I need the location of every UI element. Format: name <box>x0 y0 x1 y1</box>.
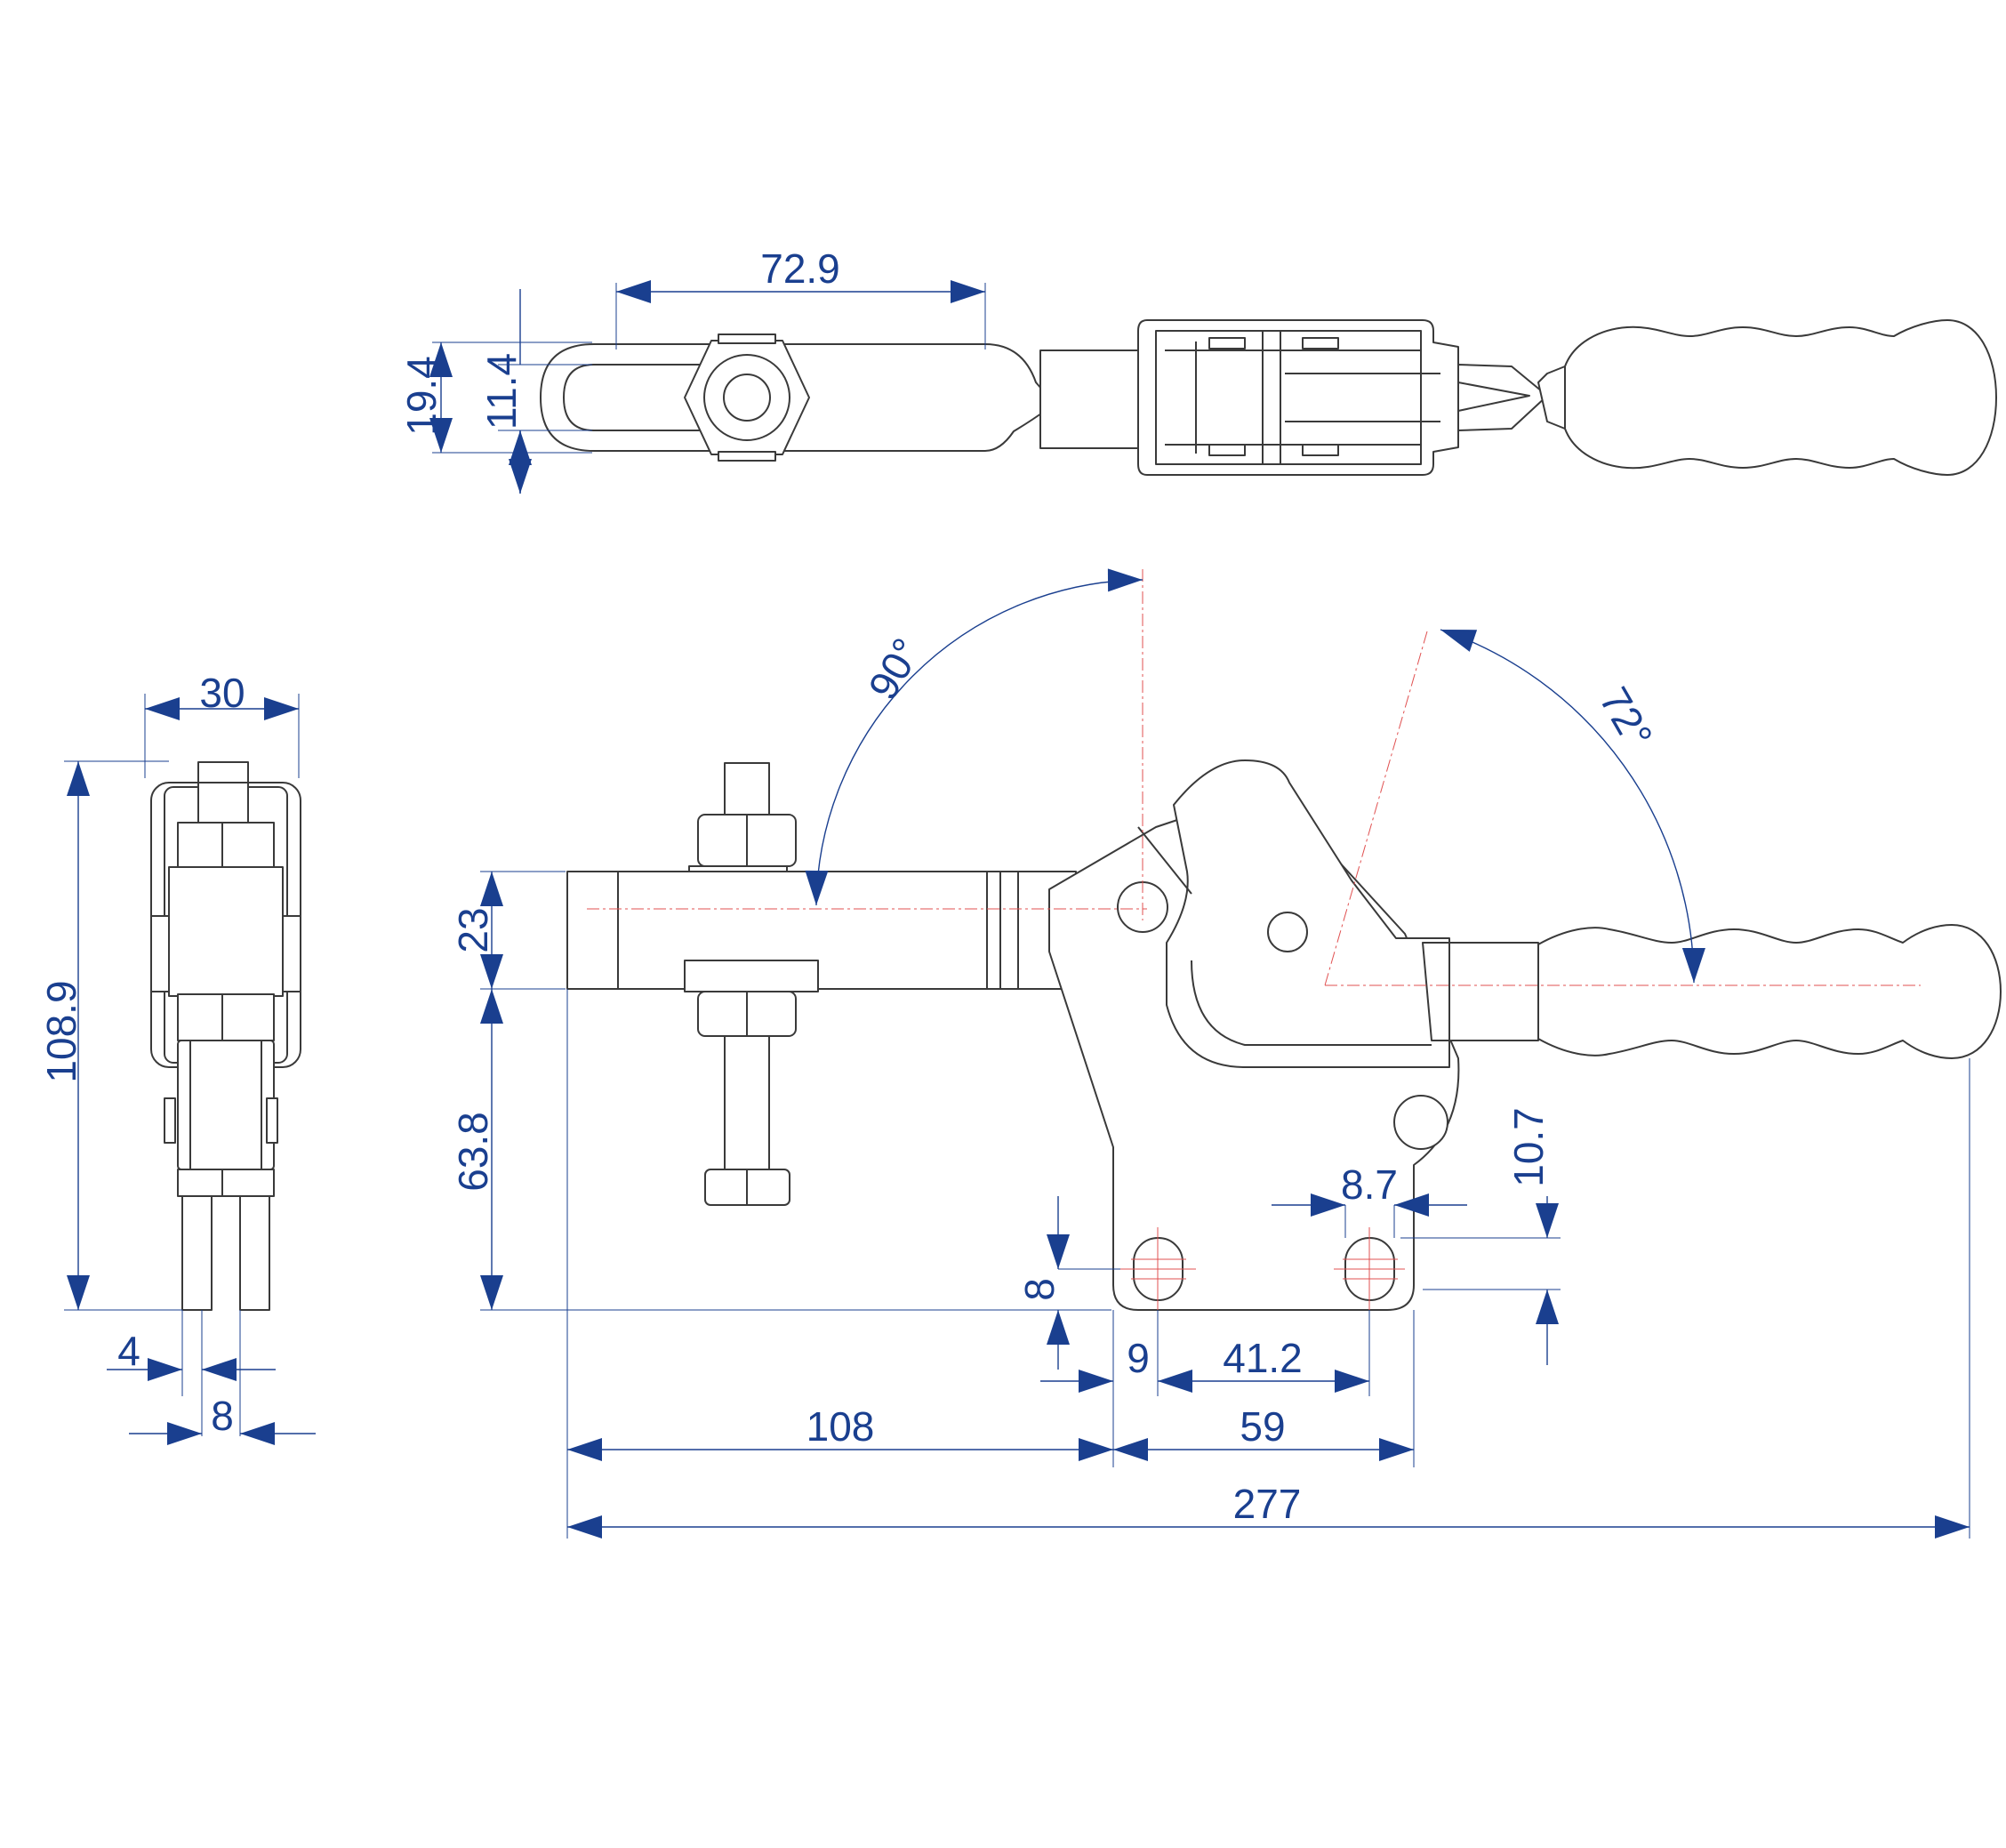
dim-angle-handle: 72° <box>1591 679 1662 756</box>
dim-angle-bar: 90° <box>859 631 930 707</box>
dim-hole-slot-length: 10.7 <box>1505 1107 1552 1187</box>
side-view <box>150 761 301 1311</box>
dim-overall-length: 277 <box>1233 1481 1302 1527</box>
dim-base-length: 59 <box>1240 1403 1285 1450</box>
dim-hole-spacing: 41.2 <box>1223 1335 1303 1381</box>
dim-top-length: 72.9 <box>760 245 840 292</box>
top-view <box>540 319 1997 476</box>
dimension-lines <box>64 280 1970 1539</box>
dim-bar-height: 23 <box>450 907 496 952</box>
dim-bar-to-base: 63.8 <box>450 1112 496 1192</box>
front-view <box>566 569 2002 1312</box>
dim-side-height: 108.9 <box>38 980 84 1082</box>
dim-side-width: 30 <box>199 670 245 716</box>
dim-hole-width: 8 <box>1016 1278 1063 1301</box>
dim-side-thickness: 8 <box>211 1393 234 1439</box>
dim-base-edge-offset: 9 <box>1127 1335 1150 1381</box>
dimension-labels: 72.9 19.4 11.4 90° 72° 30 108.9 4 8 23 6… <box>38 245 1662 1527</box>
dim-top-inner-width: 11.4 <box>478 353 525 430</box>
dim-top-outer-width: 19.4 <box>398 356 445 436</box>
dim-hole-diameter: 8.7 <box>1341 1161 1398 1208</box>
dim-side-slot: 4 <box>117 1328 140 1374</box>
dim-bar-reach: 108 <box>806 1403 875 1450</box>
